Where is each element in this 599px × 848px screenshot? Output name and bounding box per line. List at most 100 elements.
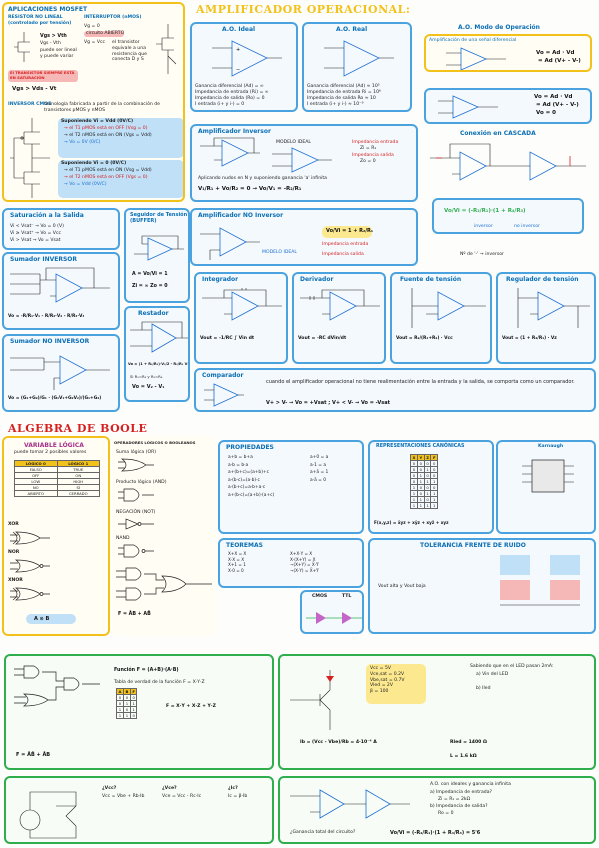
buf-title: Seguidor de Tensión (BUFFER) (130, 212, 188, 224)
chip-icon (522, 459, 574, 493)
integrator-diagram (202, 288, 282, 321)
ideal-l4: I entrada (i+ y i-) = 0 (195, 102, 245, 107)
exercise-logic-circuit (14, 665, 100, 707)
led-circuit (290, 670, 334, 730)
resistor-eq: Vgs > Vth (40, 34, 67, 39)
resta-eq3: Vo = V₂ - V₁ (132, 384, 165, 390)
resta-eq: Vo = (1 + R₂/R₁)·V₂/2 - R₂/R₁ V₁ (128, 362, 189, 366)
ex-simpl: F = X·Y + X·Z + Y·Z (166, 704, 216, 709)
props-title: PROPIEDADES (226, 444, 274, 451)
cmos-inverter-diagram (10, 118, 50, 198)
inverting-amp-diagram (200, 137, 260, 167)
led-q1: Sabiendo que en el LED pasan 2mA: (470, 664, 554, 669)
resta-eq2: Si R₁=R₃ y R₂=R₄ (130, 374, 163, 379)
led-res2: Rled = 1400 Ω (450, 740, 487, 745)
led-q3: b) Iled (476, 686, 491, 691)
ideal-l2: Impedancia de entrada (Ri) = ∞ (195, 90, 269, 95)
a-q2: a) Impedancia de entrada? (430, 790, 492, 795)
boole-heading: ALGEBRA DE BOOLE (8, 422, 148, 435)
xnor-eq: A ⊙ B (34, 616, 50, 622)
noninv-eq: Vo/Vi = 1 + R₂/R₁ (326, 228, 374, 234)
cmos-label: CMOS (312, 594, 328, 599)
resistor-eq2: Vgs - Vth (40, 41, 61, 46)
canon-title: REPRESENTACIONES CANÓNICAS (376, 444, 465, 449)
sum-inv-title: Sumador INVERSOR (10, 256, 78, 263)
inv-imp-eq2: Zo = 0 (360, 159, 376, 164)
nand-label: NAND (116, 536, 130, 541)
vars-desc: puede tomar 2 posibles valores (14, 450, 87, 455)
reg-title: Regulador de tensión (506, 276, 579, 283)
a-q1: A.O. con ideales y ganancia infinita (430, 782, 511, 787)
noninv-title: Amplificador NO Inversor (198, 212, 284, 219)
comparator-panel: Comparador cuando el amplificador operac… (194, 368, 596, 412)
cascade-eq: Vo/Vi = (-R₂/R₁)·(1 + R₄/R₃) (444, 208, 526, 214)
saturation-eq: Vgs > Vds - Vt (12, 86, 57, 92)
switch-2b: el transistor equivale a una resistencia… (112, 40, 147, 63)
ex-eq3: F = ĀB̄ + ĀB (16, 752, 51, 758)
g2a: Vce = Vcc - Rc·Ic (162, 794, 202, 799)
cmos-case2b: → el T2 nMOS está en OFF (Vgs = 0) (64, 175, 148, 180)
mode-title: A.O. Modo de Operación (458, 24, 540, 31)
comp-eq: V+ > V- → Vo = +Vsat ; V+ < V- → Vo = -V… (266, 400, 390, 406)
reg-eq: Vout = (1 + R₂/R₁) · Vz (502, 336, 557, 341)
switch-1: Vg = 0 (84, 24, 100, 29)
noninv-imp2: Impedancia salida (322, 252, 364, 257)
mode-eq4: = Ad (V+ - V-) (536, 102, 579, 108)
xor-label: XOR (8, 522, 19, 527)
source-panel: Fuente de tensión Vout = R₂/(R₁+R₂) · Vc… (390, 272, 492, 364)
g1a: Vcc = Vbe + Rb·Ib (102, 794, 145, 799)
cascade-title: Conexión en CASCADA (460, 130, 536, 137)
svg-text:−: − (236, 67, 240, 73)
noise-title: TOLERANCIA FRENTE DE RUIDO (420, 542, 526, 549)
restador-panel: Restador Vo = (1 + R₂/R₁)·V₂/2 - R₂/R₁ V… (124, 306, 190, 402)
sum-noninv-title: Sumador NO INVERSOR (10, 338, 90, 345)
nor-label: NOR (8, 550, 20, 555)
a-r1: Zi = R₁ = 2kΩ (438, 797, 471, 802)
a-gain-eq: Vo/Vi = (-R₂/R₁)·(1 + R₄/R₃) = 5'6 (390, 830, 481, 836)
led-res1: Ib = (Vcc - Vbe)/Rb = 4·10⁻⁴ A (300, 740, 377, 745)
der-eq: Vout = -RC dVin/dt (298, 336, 347, 341)
resistor-note: puede ser lineal y puede variar (40, 48, 77, 59)
noise-panel: TOLERANCIA FRENTE DE RUIDO Vout alta y V… (368, 538, 596, 634)
int-title: Integrador (202, 276, 239, 283)
switch-title: INTERRUPTOR (nMOS) (84, 15, 142, 20)
sat2: Vi ≥ Vsat⁺ → Vo = Vcc (10, 231, 61, 236)
sat3: Vi > Vsat → Vo = Vsat (10, 238, 61, 243)
switch-2: Vg = Vcc (84, 40, 106, 45)
a-gain: ¿Ganancia total del circuito? (290, 830, 356, 835)
src-title: Fuente de tensión (400, 276, 462, 283)
kmap-title: Karnaugh (538, 444, 564, 449)
comp-note: cuando el amplificador operacional no ti… (266, 379, 575, 385)
inv-imp-in: Impedancia entrada (352, 140, 399, 145)
sum-op: Suma lógica (OR) (116, 450, 157, 455)
exercise-transistor-panel: ¿Vcc? Vcc = Vbe + Rb·Ib ¿Vce? Vce = Vcc … (4, 776, 274, 844)
vars-title: VARIABLE LÓGICA (24, 442, 84, 449)
bjt-circuit (19, 791, 77, 839)
real-l4: I entrada (i+ y i-) ≈ 10⁻⁹ (307, 102, 364, 107)
neg-op: NEGACIÓN (NOT) (116, 510, 156, 515)
opamp-ideal-panel: A.O. Ideal +− Ganancia diferencial (Ad) … (190, 22, 298, 112)
regulator-diagram (517, 288, 590, 328)
mode-l1: Amplificación de una señal diferencial (429, 38, 517, 43)
or-gate-icon (118, 458, 154, 472)
opamp-heading: AMPLIFICADOR OPERACIONAL: (196, 3, 411, 16)
nand-gate-icon (118, 544, 154, 558)
resta-title: Restador (138, 310, 169, 317)
sum-inv-diagram (10, 267, 110, 303)
real-l1: Ganancia diferencial (Ad) ≈ 10⁵ (307, 84, 380, 89)
g2: ¿Vce? (162, 786, 177, 791)
ttl-label: TTL (342, 594, 352, 599)
cmos-title: INVERSOR CMOS (8, 102, 52, 107)
inv-imp-eq: Zi = R₁ (360, 146, 377, 151)
sum-inv-eq: Vo = -R/R₁·V₁ - R/R₂·V₂ - R/R₃·V₃ (8, 314, 85, 319)
opamp-real-panel: A.O. Real Ganancia diferencial (Ad) ≈ 10… (302, 22, 412, 112)
cmos-desc: tecnología fabricada a partir de la comb… (44, 102, 161, 113)
src-eq: Vout = R₂/(R₁+R₂) · Vcc (396, 336, 453, 341)
comparator-diagram (204, 383, 244, 407)
